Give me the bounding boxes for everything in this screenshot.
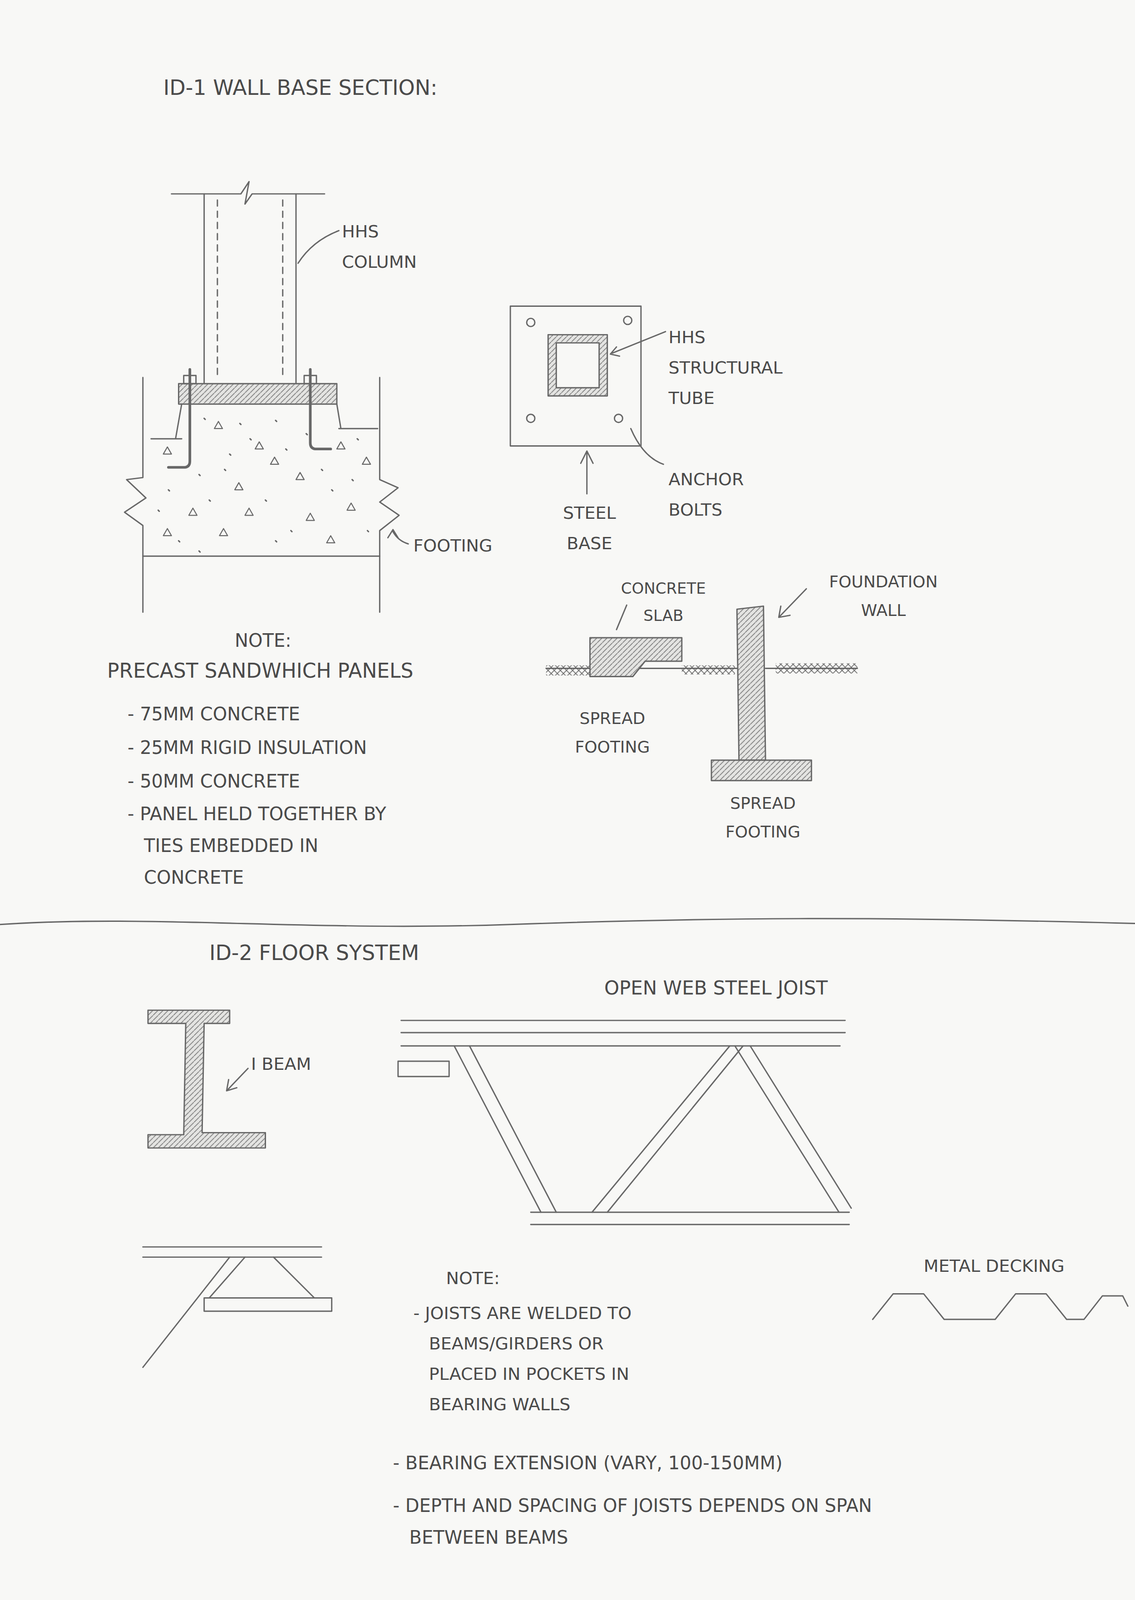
footing-bottom [143,555,380,558]
leader-arrow [387,529,409,544]
anchor-bolt [310,369,331,450]
concrete-top [151,404,378,439]
callout-label: OPEN WEB STEEL JOIST [604,971,828,1006]
leader-arrow [226,1068,248,1091]
column-hidden-line [217,200,283,380]
break-line [171,181,325,204]
hhs-column [204,193,297,384]
leader-line [297,230,339,264]
leader-arrow [610,331,666,357]
detail-web [143,1257,315,1368]
hhs-tube-void [556,342,599,388]
note-item: - DEPTH AND SPACING OF JOISTS DEPENDS ON… [393,1490,935,1554]
spread-footing [711,760,812,781]
bolt-hole [614,414,623,423]
hhs-tube [547,334,607,396]
note-item: - 75MM CONCRETE [127,698,301,731]
callout-label: FOUNDATION WALL [809,567,958,625]
callout-label: HHS STRUCTURAL TUBE [668,322,802,414]
note-text: PRECAST SANDWHICH PANELS [107,653,414,689]
callout-label: HHS COLUMN [341,216,445,278]
callout-label: STEEL BASE [551,498,628,559]
steel-base-plate [510,305,642,446]
detail-chord [143,1247,322,1258]
callout-label: I BEAM [251,1049,311,1080]
detail-bearing-bar [204,1298,332,1312]
foundation-wall [736,606,766,760]
callout-label: CONCRETE SLAB [612,574,715,630]
i-beam-section [148,1010,266,1149]
bearing-shoe [398,1061,450,1077]
bolt-hole [623,316,632,325]
footing-outline [124,377,146,613]
callout-label: ANCHOR BOLTS [668,464,771,526]
concrete-slab [589,637,682,677]
base-plate [178,383,337,405]
joist-web [454,1046,852,1213]
section-divider [0,918,1135,927]
bolt-hole [526,414,535,423]
metal-decking [872,1294,1128,1320]
footing-outline [379,377,400,613]
callout-label: FOOTING [413,530,493,562]
leader-line [616,605,627,630]
callout-label: SPREAD FOOTING [704,789,822,847]
leader-arrow [778,588,807,618]
note-item: - 50MM CONCRETE [127,765,301,798]
note-heading: NOTE: [445,1263,500,1294]
note-item: - BEARING EXTENSION (VARY, 100-150MM) [393,1447,783,1480]
joist-top-chord [401,1020,846,1047]
section-heading: ID-1 WALL BASE SECTION: [163,69,438,107]
aggregate-marks [163,421,371,543]
note-item: - PANEL HELD TOGETHER BY TIES EMBEDDED I… [127,798,394,894]
aggregate-dots [157,418,369,553]
earth-hatch [546,665,593,676]
callout-label: SPREAD FOOTING [561,704,664,762]
note-heading: NOTE: [234,624,292,657]
earth-hatch [681,665,736,675]
joist-bottom-chord [530,1212,849,1225]
section-heading: ID-2 FLOOR SYSTEM [209,934,420,972]
callout-label: METAL DECKING [923,1251,1065,1282]
leader-line [630,428,664,465]
leader-arrow [580,451,593,494]
note-item: - JOISTS ARE WELDED TO BEAMS/GIRDERS OR … [413,1298,674,1421]
bolt-hole [526,318,535,327]
note-item: - 25MM RIGID INSULATION [127,731,367,764]
